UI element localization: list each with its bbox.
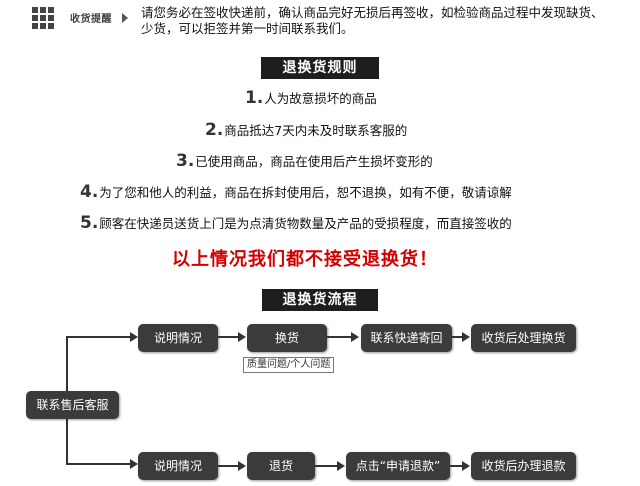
rules-title: 退换货规则 <box>261 57 379 79</box>
flow-title: 退换货流程 <box>262 289 378 311</box>
arrow-right-icon <box>130 332 138 342</box>
rule-item: 5.顾客在快递员送货上门是为点清货物数量及产品的受损程度，而直接签收的 <box>80 213 512 233</box>
arrow-right-icon <box>462 332 470 342</box>
arrow-right-icon <box>130 459 138 469</box>
notice-label: 收货提醒 <box>70 14 112 25</box>
contact-service-box: 联系售后客服 <box>26 391 119 419</box>
rule-item: 1.人为故意损坏的商品 <box>245 88 377 108</box>
refund-step-apply: 点击“申请退款” <box>346 452 450 480</box>
grid-menu-icon <box>32 7 54 29</box>
arrow-right-icon <box>238 461 246 471</box>
notice-text: 请您务必在签收快递前，确认商品完好无损后再签收，如检验商品过程中发现缺货、少货，… <box>141 5 604 36</box>
refund-step-return: 退货 <box>247 452 315 480</box>
arrow-right-icon <box>462 461 470 471</box>
warning-text: 以上情况我们都不接受退换货！ <box>172 249 438 270</box>
refund-step-explain: 说明情况 <box>138 452 218 480</box>
exchange-step-ship: 联系快递寄回 <box>361 324 452 352</box>
arrow-right-icon <box>238 332 246 342</box>
exchange-note: 质量问题/个人问题 <box>243 357 335 373</box>
rule-item: 2.商品抵达7天内未及时联系客服的 <box>205 120 408 140</box>
triangle-right-icon <box>122 13 128 23</box>
flow-connector <box>66 336 130 338</box>
arrow-right-icon <box>351 332 359 342</box>
arrow-right-icon <box>337 461 345 471</box>
exchange-step-explain: 说明情况 <box>138 324 218 352</box>
flow-connector <box>66 463 130 465</box>
exchange-step-exchange: 换货 <box>247 324 327 352</box>
exchange-step-process: 收货后处理换货 <box>471 324 576 352</box>
refund-step-process: 收货后办理退款 <box>471 452 576 480</box>
rule-item: 4.为了您和他人的利益，商品在拆封使用后，恕不退换，如有不便，敬请谅解 <box>80 182 512 202</box>
rule-item: 3.已使用商品，商品在使用后产生损坏变形的 <box>176 151 433 171</box>
